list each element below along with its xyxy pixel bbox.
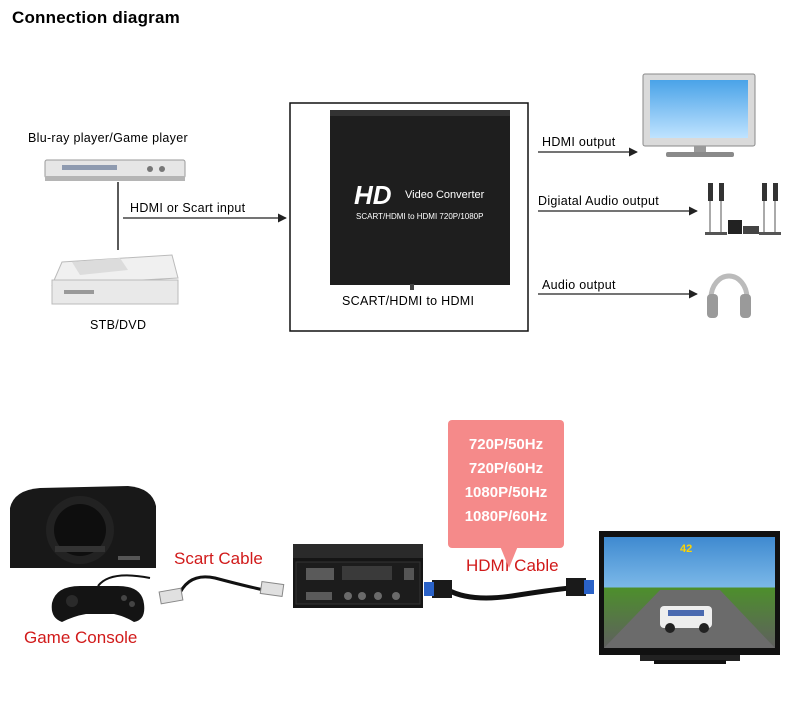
hdmi-output-label: HDMI output	[542, 135, 616, 149]
video-converter-device	[330, 110, 510, 290]
bluray-player-image	[44, 159, 186, 181]
device-name-text: Video Converter	[405, 189, 485, 201]
digital-audio-output-label: Digiatal Audio output	[538, 194, 659, 208]
stb-dvd-label: STB/DVD	[90, 318, 147, 332]
controller-image	[51, 574, 151, 622]
game-console-label: Game Console	[24, 628, 138, 647]
converter-back-panel-image	[293, 544, 423, 608]
tv-image	[599, 531, 780, 664]
device-subtitle-text: SCART/HDMI to HDMI 720P/1080P	[356, 212, 484, 221]
resolution-line: 1080P/50Hz	[464, 484, 548, 501]
converter-caption: SCART/HDMI to HDMI	[342, 294, 475, 308]
game-console-image	[10, 486, 156, 568]
scart-cable-image	[158, 575, 285, 605]
stb-dvd-image	[51, 254, 179, 305]
converter-frame	[289, 102, 529, 332]
resolution-line: 720P/60Hz	[468, 460, 544, 477]
speaker-system-icon	[705, 183, 781, 235]
audio-output-label: Audio output	[542, 278, 616, 292]
resolution-line: 1080P/60Hz	[464, 508, 548, 525]
source-device-label: Blu-ray player/Game player	[28, 131, 188, 145]
input-label: HDMI or Scart input	[130, 201, 246, 215]
tv-hud-text: 42	[680, 543, 693, 555]
resolution-badge: 720P/50Hz 720P/60Hz 1080P/50Hz 1080P/60H…	[448, 420, 564, 568]
headphones-icon	[707, 273, 751, 318]
resolution-line: 720P/50Hz	[468, 436, 544, 453]
badge-pointer	[500, 546, 518, 568]
diagram-title: Connection diagram	[12, 8, 180, 27]
monitor-icon	[642, 73, 756, 157]
scart-cable-label: Scart Cable	[174, 549, 263, 568]
device-brand-logo: HD	[354, 180, 392, 210]
hdmi-cable-image	[424, 578, 594, 601]
